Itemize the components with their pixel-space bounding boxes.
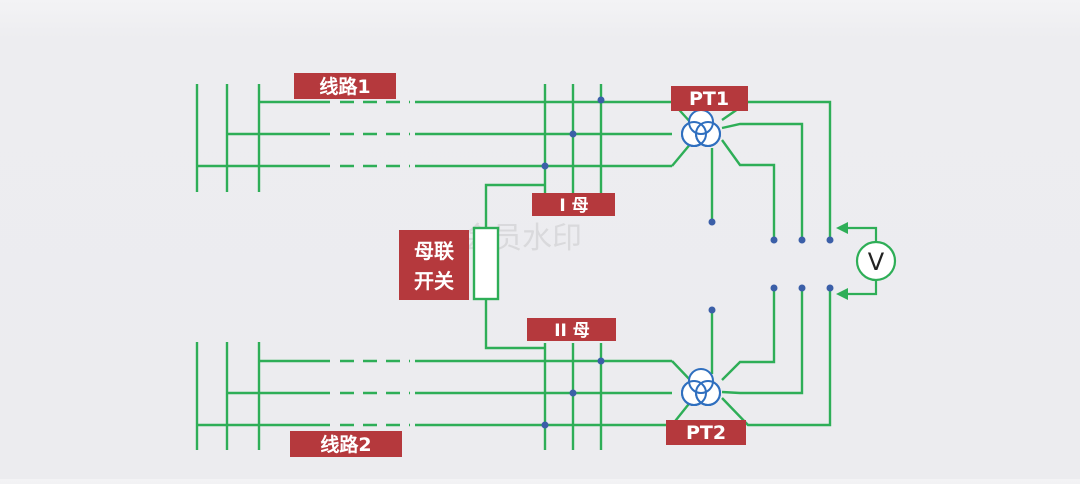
arrow-up-icon [836, 222, 848, 234]
pt1-label-box [671, 86, 748, 111]
bus-coupler-breaker [472, 226, 500, 301]
coupler-label-box [399, 230, 469, 300]
line1-conductors [197, 84, 693, 195]
pt2-secondary-wiring [710, 288, 832, 427]
pt1-secondary-wiring [710, 100, 832, 240]
left-bus-bars [195, 84, 261, 450]
voltmeter-arrows [836, 222, 848, 300]
pt2-transformer-icon [681, 368, 721, 406]
bus1-label-box [532, 193, 615, 216]
line2-label-box [290, 431, 402, 457]
bus1-label: I 母 [559, 196, 588, 216]
voltmeter-icon [855, 240, 897, 282]
pt2-label-box [666, 420, 746, 445]
voltmeter-wiring [842, 226, 878, 296]
coupler-label-line1: 母联 [414, 239, 454, 263]
line2-conductors [197, 343, 693, 450]
arrow-down-icon [836, 288, 848, 300]
junction-nodes [541, 96, 834, 429]
pt1-transformer-icon [681, 109, 721, 147]
line1-label: 线路1 [319, 75, 370, 98]
bus-coupler-wiring [484, 183, 545, 350]
line2-label: 线路2 [320, 433, 371, 456]
coupler-label-line2: 开关 [414, 269, 454, 293]
pt1-label: PT1 [689, 88, 729, 110]
bus2-label: II 母 [554, 321, 590, 341]
bus2-label-box [527, 318, 616, 341]
pt2-label: PT2 [686, 422, 726, 444]
line1-label-box [294, 73, 396, 99]
voltmeter-label: V [868, 248, 885, 276]
